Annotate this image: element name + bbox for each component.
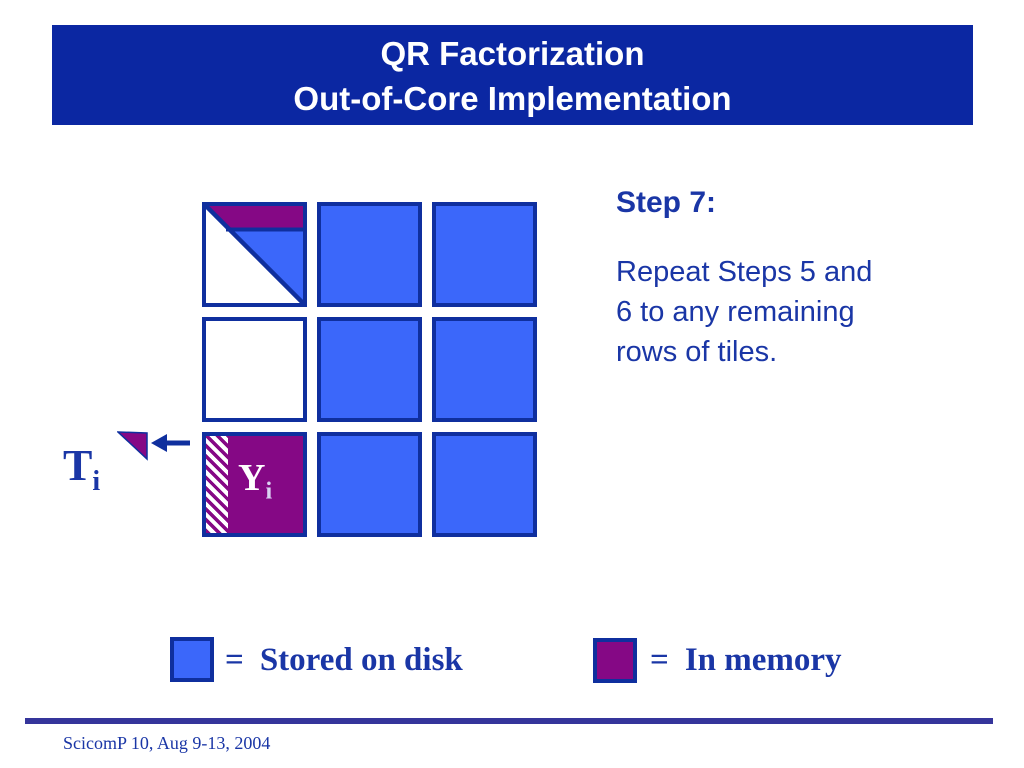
memory-label-text: In memory	[684, 642, 842, 678]
stored-on-disk-swatch	[170, 637, 214, 682]
in-memory-area: Yi	[228, 436, 303, 533]
tile-r2c3	[432, 317, 537, 422]
arrow-head	[151, 434, 167, 452]
diagonal-divider-line	[202, 202, 307, 307]
tile-r1c2	[317, 202, 422, 307]
ti-label: Ti	[63, 444, 100, 496]
step-line-2: 6 to any remaining	[616, 296, 855, 328]
ti-triangle-icon	[117, 431, 148, 461]
tile-r2c2	[317, 317, 422, 422]
step-line-1: Repeat Steps 5 and	[616, 256, 873, 288]
hatched-column-strip	[206, 436, 228, 533]
disk-label-text: Stored on disk	[259, 642, 463, 678]
in-memory-swatch	[593, 638, 637, 683]
stored-on-disk-label: = Stored on disk	[225, 642, 463, 679]
tile-r1c3	[432, 202, 537, 307]
ti-main: T	[63, 441, 93, 490]
tile-r3c1: Yi	[202, 432, 307, 537]
tile-r1c1	[202, 202, 307, 307]
memory-equals-sign: =	[650, 642, 669, 678]
disk-equals-sign: =	[225, 642, 244, 678]
ti-triangle-shape	[117, 431, 148, 461]
yi-sub: i	[265, 478, 273, 505]
yi-main: Y	[238, 457, 266, 499]
slide-title-line1: QR Factorization	[380, 35, 645, 72]
in-memory-label: = In memory	[650, 642, 842, 679]
footer-divider	[25, 718, 993, 724]
step-block: Step 7: Repeat Steps 5 and 6 to any rema…	[616, 186, 946, 372]
tile-r3c3	[432, 432, 537, 537]
tile-border	[202, 202, 307, 307]
tile-r2c1	[202, 317, 307, 422]
step-line-3: rows of tiles.	[616, 336, 778, 368]
title-bar: QR Factorization Out-of-Core Implementat…	[52, 25, 973, 125]
slide-title-line2: Out-of-Core Implementation	[293, 80, 732, 117]
footer-credit: ScicomP 10, Aug 9-13, 2004	[63, 733, 271, 753]
tile-r3c2	[317, 432, 422, 537]
yi-label: Yi	[238, 457, 273, 505]
left-arrow-icon	[151, 434, 190, 452]
ti-sub: i	[92, 465, 101, 497]
memory-strip	[202, 202, 307, 228]
step-heading: Step 7:	[616, 186, 717, 219]
